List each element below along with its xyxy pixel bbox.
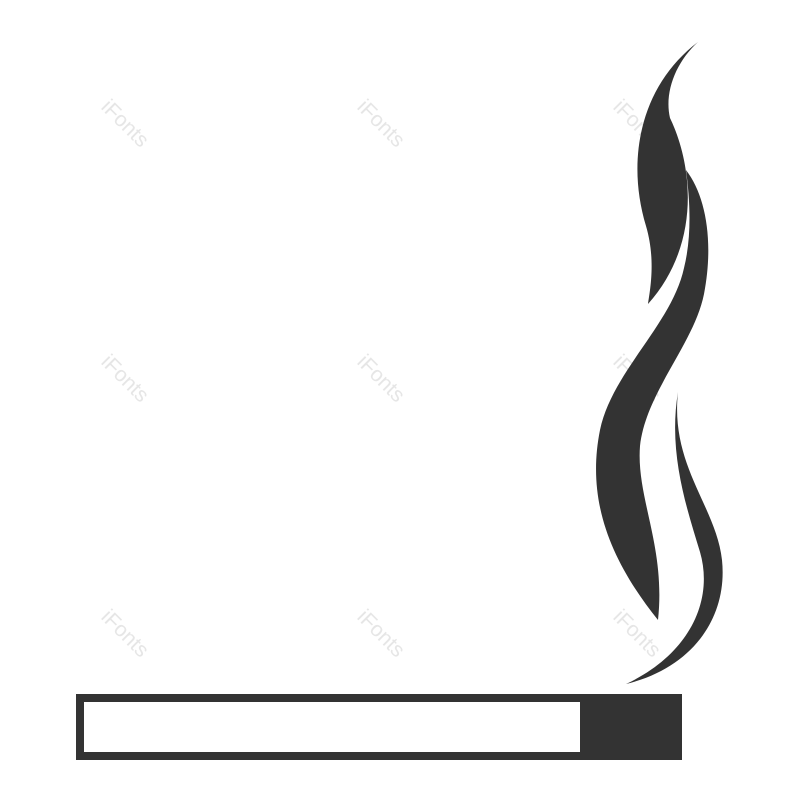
smoke-wisp-top-icon xyxy=(637,42,698,304)
smoke-wisp-middle-icon xyxy=(596,170,709,620)
cigarette-filter xyxy=(580,694,678,760)
smoke-wisp-bottom-icon xyxy=(626,392,723,684)
